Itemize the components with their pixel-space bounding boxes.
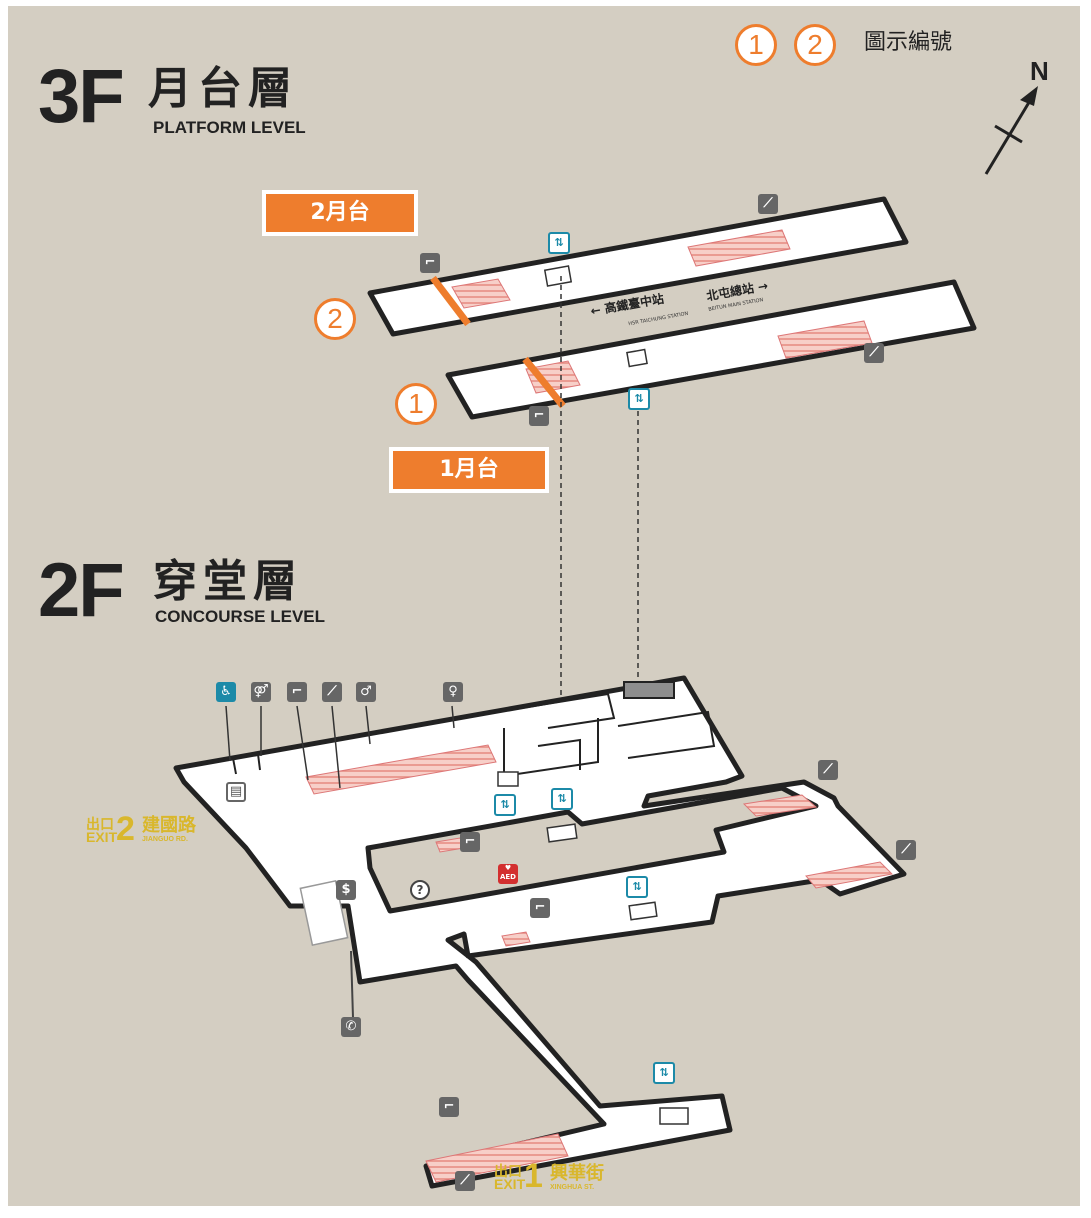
stairs-icon: ⌐	[529, 406, 549, 426]
arrow-left-icon: ←	[589, 302, 602, 319]
exit-1-street-en: XINGHUA ST.	[550, 1184, 595, 1191]
exit-2-street-zh: 建國路	[142, 815, 196, 835]
north-arrow-icon	[984, 86, 1038, 175]
escalator-icon: ⟋	[896, 840, 916, 860]
escalator-icon: ⟋	[758, 194, 778, 214]
stairs-icon: ⌐	[439, 1097, 459, 1117]
north-label: N	[1030, 56, 1049, 86]
elevator-icon: ⇅	[551, 788, 573, 810]
exit-1-street-zh: 興華街	[550, 1163, 604, 1183]
exit-2-word: 出口 EXIT	[86, 816, 118, 845]
elevator-icon: ⇅	[626, 876, 648, 898]
escalator-icon: ⟋	[864, 343, 884, 363]
customer-service-icon: $	[336, 880, 356, 900]
exit-2-label-zh: 出口	[86, 816, 114, 832]
info-icon: ?	[410, 880, 430, 900]
stairs-icon: ⌐	[530, 898, 550, 918]
stairs-icon: ⌐	[460, 832, 480, 852]
exit-1-number: 1	[524, 1157, 543, 1195]
platform-1	[445, 279, 977, 420]
escalator-icon: ⟋	[455, 1171, 475, 1191]
elevator-icon: ⇅	[653, 1062, 675, 1084]
floor-2f-name-zh: 穿堂層	[153, 556, 303, 607]
elevator-icon: ⇅	[494, 794, 516, 816]
platform-2-marker: 2	[314, 298, 356, 340]
aed-icon: ♥AED	[498, 864, 518, 884]
escalator-icon: ⟋	[818, 760, 838, 780]
exit-2-label-en: EXIT	[86, 829, 118, 845]
map-frame: 3F 月台層 PLATFORM LEVEL 2F 穿堂層 CONCOURSE L…	[8, 6, 1080, 1206]
aed-label: AED	[499, 873, 516, 881]
arrow-right-icon: →	[756, 278, 770, 295]
male-toilet-icon: ♂	[356, 682, 376, 702]
ticket-machine-icon: ▤	[226, 782, 246, 802]
floor-plan-geometry	[173, 86, 1038, 1189]
elevator-icon: ⇅	[548, 232, 570, 254]
platform-1-marker-line	[522, 356, 566, 409]
floor-2f-name-en: CONCOURSE LEVEL	[155, 607, 326, 626]
exit-1-label-en: EXIT	[494, 1176, 526, 1192]
platform-2-marker-line	[430, 275, 471, 327]
toilets-icon: ⚤	[251, 682, 271, 702]
accessible-toilet-icon: ♿	[216, 682, 236, 702]
platform-1-marker: 1	[395, 383, 437, 425]
platform-1-label: 1月台	[389, 447, 549, 493]
concourse-void	[365, 785, 819, 914]
escalator-icon: ⟋	[322, 682, 342, 702]
legend-marker-1: 1	[735, 24, 777, 66]
platform-2	[367, 196, 909, 337]
floor-3f-name-zh: 月台層	[148, 63, 298, 114]
floor-2f-number: 2F	[38, 548, 125, 633]
floor-3f-name-en: PLATFORM LEVEL	[153, 118, 306, 137]
telephone-icon: ✆	[341, 1017, 361, 1037]
exit-2-number: 2	[116, 810, 135, 848]
platform-2-label: 2月台	[262, 190, 418, 236]
elevator-icon: ⇅	[628, 388, 650, 410]
female-toilet-icon: ♀	[443, 682, 463, 702]
legend-text: 圖示編號	[864, 30, 953, 55]
stairs-icon: ⌐	[420, 253, 440, 273]
exit-1-label-zh: 出口	[494, 1163, 522, 1179]
exit-2-street-en: JIANGUO RD.	[142, 836, 188, 843]
stairs-icon: ⌐	[287, 682, 307, 702]
floor-3f-number: 3F	[38, 54, 125, 139]
concourse-outline	[173, 675, 907, 1189]
exit-1-word: 出口 EXIT	[494, 1163, 526, 1192]
legend-marker-2: 2	[794, 24, 836, 66]
